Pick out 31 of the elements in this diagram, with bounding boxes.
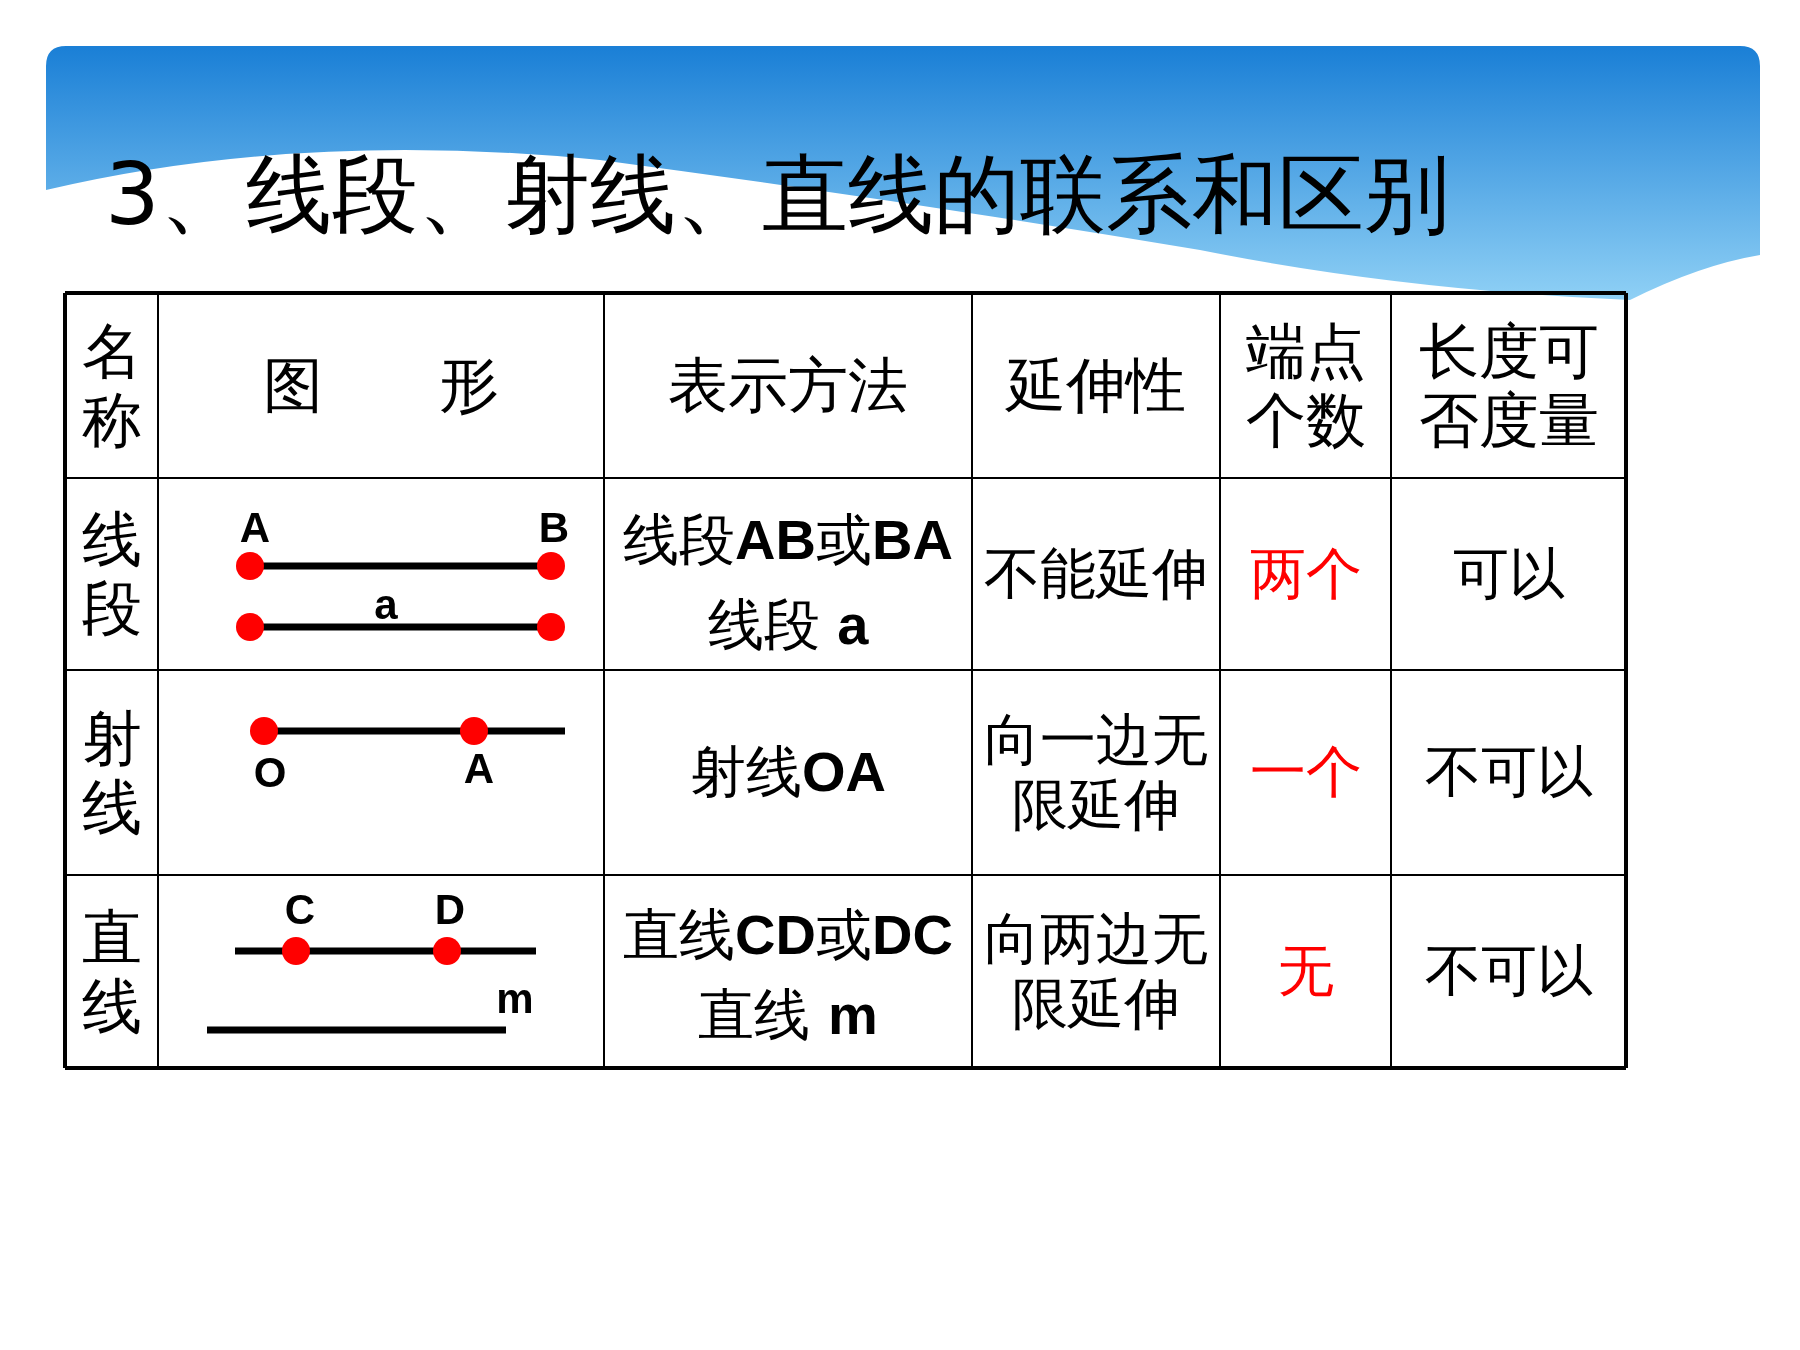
row-header-text: 直线 — [80, 902, 143, 1041]
header-text: 表示方法 — [668, 351, 908, 420]
point-label: a — [374, 584, 398, 626]
cell-text: 线段 a — [707, 592, 869, 658]
cell-text: 向两边无限延伸 — [983, 907, 1209, 1036]
cell-text: 不可以 — [1424, 939, 1593, 1004]
point-label: A — [239, 507, 271, 549]
cell-text: 直线 m — [698, 982, 878, 1048]
cell-text: 不可以 — [1424, 740, 1593, 805]
cell-text: 可以 — [1452, 541, 1565, 607]
cell-text: 线段AB或BA — [623, 507, 953, 573]
header-text: 名称 — [80, 316, 143, 455]
cell-text: 直线CD或DC — [623, 902, 953, 968]
header-text: 长度可否度量 — [1417, 316, 1600, 455]
row-header-text: 线段 — [80, 505, 143, 643]
cell-text: 不能延伸 — [984, 541, 1208, 607]
cell-text: 射线OA — [690, 740, 886, 805]
header-text: 端点个数 — [1244, 316, 1367, 455]
point-label: B — [538, 507, 570, 549]
cell-text: 一个 — [1249, 740, 1362, 805]
header-text: 图 形 — [263, 351, 499, 420]
point-label: C — [284, 889, 316, 931]
cell-text: 两个 — [1249, 541, 1362, 607]
header-text: 延伸性 — [1006, 351, 1186, 420]
point-label: m — [496, 978, 534, 1020]
point-label: D — [434, 889, 466, 931]
point-label: A — [463, 748, 495, 790]
cell-text: 向一边无限延伸 — [983, 708, 1209, 837]
row-header-text: 射线 — [80, 703, 143, 842]
cell-text: 无 — [1277, 939, 1334, 1004]
point-label: O — [253, 752, 287, 794]
